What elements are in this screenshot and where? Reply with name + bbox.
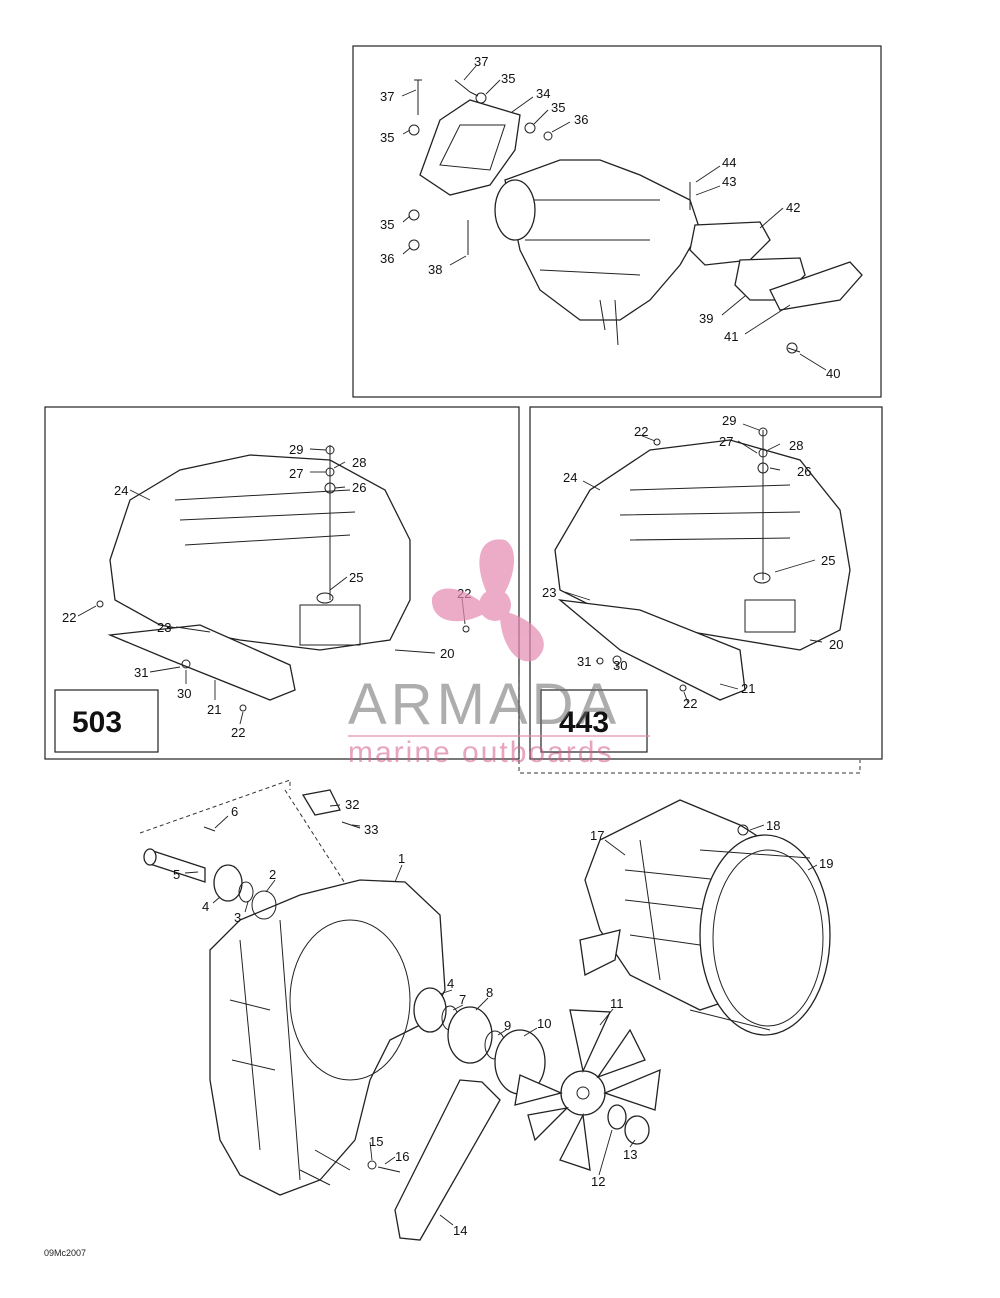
label-443-20: 20 bbox=[829, 637, 843, 652]
label-36b: 36 bbox=[380, 251, 394, 266]
label-443-24: 24 bbox=[563, 470, 577, 485]
drive-belt bbox=[394, 1079, 501, 1241]
label-1: 1 bbox=[398, 851, 405, 866]
label-35b: 35 bbox=[551, 100, 565, 115]
code-box-443 bbox=[540, 689, 648, 753]
label-18: 18 bbox=[766, 818, 780, 833]
label-503-27: 27 bbox=[289, 466, 303, 481]
label-37b: 37 bbox=[380, 89, 394, 104]
exhaust-guard bbox=[689, 221, 771, 266]
watermark-brand: ARMADA bbox=[348, 672, 620, 737]
label-32: 32 bbox=[345, 797, 359, 812]
connector-dashed bbox=[139, 676, 861, 1001]
label-17: 17 bbox=[590, 828, 604, 843]
label-8: 8 bbox=[486, 985, 493, 1000]
fan bbox=[514, 1009, 661, 1171]
label-503-22a: 22 bbox=[62, 610, 76, 625]
label-34: 34 bbox=[536, 86, 550, 101]
label-503-20: 20 bbox=[440, 646, 454, 661]
code-503: 503 bbox=[72, 706, 122, 739]
fan-ring bbox=[699, 834, 831, 1036]
label-443-30: 30 bbox=[613, 658, 627, 673]
label-503-28: 28 bbox=[352, 455, 366, 470]
label-4a: 4 bbox=[202, 899, 209, 914]
watermark-tagline: marine outboards bbox=[348, 736, 613, 769]
label-43: 43 bbox=[722, 174, 736, 189]
bearing bbox=[213, 864, 243, 902]
label-41: 41 bbox=[724, 329, 738, 344]
label-443-21: 21 bbox=[741, 681, 755, 696]
label-443-29: 29 bbox=[722, 413, 736, 428]
label-14: 14 bbox=[453, 1223, 467, 1238]
right-panel-443: 29 28 27 26 22 24 25 23 20 31 30 21 22 4… bbox=[529, 406, 883, 760]
label-5: 5 bbox=[173, 867, 180, 882]
label-503-23: 23 bbox=[157, 620, 171, 635]
label-7: 7 bbox=[459, 992, 466, 1007]
watermark: ARMADA marine outboards bbox=[348, 539, 650, 769]
label-19: 19 bbox=[819, 856, 833, 871]
label-35a: 35 bbox=[501, 71, 515, 86]
left-panel-frame bbox=[44, 406, 520, 760]
top-panel-frame bbox=[352, 45, 882, 398]
label-9: 9 bbox=[504, 1018, 511, 1033]
label-503-25: 25 bbox=[349, 570, 363, 585]
label-16: 16 bbox=[395, 1149, 409, 1164]
label-44: 44 bbox=[722, 155, 736, 170]
code-443: 443 bbox=[559, 706, 609, 739]
drawing-code: 09Mc2007 bbox=[44, 1248, 86, 1258]
label-503-22c: 22 bbox=[231, 725, 245, 740]
label-11: 11 bbox=[610, 996, 624, 1011]
label-443-31: 31 bbox=[577, 654, 591, 669]
right-panel-frame bbox=[529, 406, 883, 760]
label-13: 13 bbox=[623, 1147, 637, 1162]
label-503-31: 31 bbox=[134, 665, 148, 680]
label-503-26: 26 bbox=[352, 480, 366, 495]
label-503-29: 29 bbox=[289, 442, 303, 457]
pulley-bearing bbox=[413, 987, 447, 1033]
bottom-assembly: 32 33 6 5 4 3 2 1 17 18 19 4 7 8 9 10 11… bbox=[143, 789, 833, 1241]
label-503-21: 21 bbox=[207, 702, 221, 717]
label-4b: 4 bbox=[447, 976, 454, 991]
label-3: 3 bbox=[234, 910, 241, 925]
label-443-27: 27 bbox=[719, 434, 733, 449]
label-443-22b: 22 bbox=[683, 696, 697, 711]
label-443-28: 28 bbox=[789, 438, 803, 453]
label-15: 15 bbox=[369, 1134, 383, 1149]
label-443-22a: 22 bbox=[634, 424, 648, 439]
label-33: 33 bbox=[364, 822, 378, 837]
propeller-logo-icon bbox=[431, 539, 544, 662]
label-37a: 37 bbox=[474, 54, 488, 69]
label-443-25: 25 bbox=[821, 553, 835, 568]
label-39: 39 bbox=[699, 311, 713, 326]
label-35d: 35 bbox=[380, 217, 394, 232]
pulley-half bbox=[447, 1006, 493, 1064]
label-2: 2 bbox=[269, 867, 276, 882]
muffler-bracket bbox=[419, 99, 521, 196]
fan-housing bbox=[209, 879, 446, 1196]
label-42: 42 bbox=[786, 200, 800, 215]
label-36a: 36 bbox=[574, 112, 588, 127]
label-443-23: 23 bbox=[542, 585, 556, 600]
label-503-30: 30 bbox=[177, 686, 191, 701]
code-box-503 bbox=[54, 689, 159, 753]
label-40: 40 bbox=[826, 366, 840, 381]
exhaust-cover bbox=[769, 261, 863, 311]
label-38: 38 bbox=[428, 262, 442, 277]
top-panel: 37 35 34 35 36 37 35 35 36 38 44 43 42 3… bbox=[352, 45, 882, 398]
left-panel-503: 29 28 27 26 24 25 22 20 22 23 31 30 21 2… bbox=[44, 406, 520, 760]
label-10: 10 bbox=[537, 1016, 551, 1031]
label-443-26: 26 bbox=[797, 464, 811, 479]
label-6: 6 bbox=[231, 804, 238, 819]
label-12: 12 bbox=[591, 1174, 605, 1189]
label-35c: 35 bbox=[380, 130, 394, 145]
label-503-24: 24 bbox=[114, 483, 128, 498]
